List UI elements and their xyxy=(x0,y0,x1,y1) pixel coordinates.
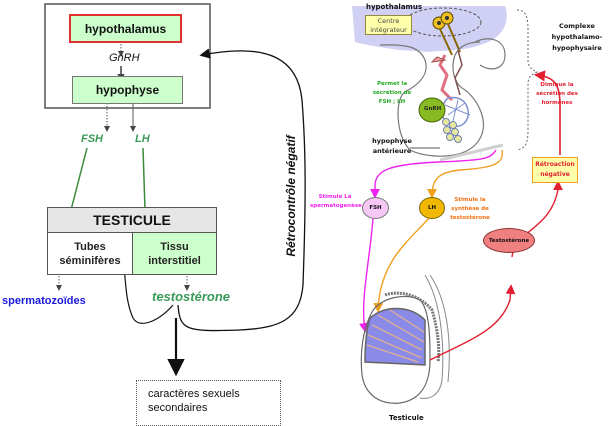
permet-line1: Permet la xyxy=(376,81,408,87)
tissu-line2: interstitiel xyxy=(148,254,201,267)
tubes-line2: séminifères xyxy=(59,254,121,267)
caracteres-box: caractères sexuels secondaires xyxy=(136,380,281,426)
complexe-line3: hypophysaire xyxy=(552,44,602,52)
retroaction-line1: Rétroaction xyxy=(535,161,575,168)
lh-to-testicule-arrow xyxy=(373,217,430,313)
complexe-label: Complexe hypothalamo- hypophysaire xyxy=(542,21,611,54)
tissu-line1: Tissu xyxy=(160,240,189,253)
r-testosterone-label: Testostérone xyxy=(488,237,530,244)
spermatozoides-label: spermatozoïdes xyxy=(2,295,86,307)
testo-to-tubes-curve xyxy=(119,255,174,324)
stimule-testo-label: Stimule la synthèse de testostérone xyxy=(447,196,493,223)
tubes-cell: Tubes séminifères xyxy=(48,233,132,274)
stimule-testo-line1: Stimule la xyxy=(454,197,486,203)
r-testicule-label: Testicule xyxy=(389,414,424,422)
hypothalamus-label: hypothalamus xyxy=(84,21,167,36)
stimule-testo-line2: synthèse de xyxy=(451,206,489,212)
gnrh-bubble xyxy=(418,97,446,123)
retrocontrole-curve xyxy=(177,48,306,332)
tissu-cell: Tissu interstitiel xyxy=(132,233,216,274)
stimule-testo-line3: testostérone xyxy=(450,215,490,221)
lh-path-arrow xyxy=(427,149,503,199)
r-fsh-bubble: FSH xyxy=(362,197,389,219)
retrocontrole-label: Rétrocontrôle négatif xyxy=(284,135,298,257)
stimule-sperm-line1: Stimule La xyxy=(318,194,352,200)
testicule-box: TESTICULE Tubes séminifères Tissu inters… xyxy=(47,207,217,275)
centre-integrateur-box: Centre intégrateur xyxy=(365,15,412,35)
permet-label: Permet la sécrétion de FSH ; LH xyxy=(372,80,412,107)
fsh-to-testicule-arrow xyxy=(359,217,374,333)
tubes-line1: Tubes xyxy=(74,240,106,253)
r-gnrh-label: GnRH xyxy=(424,106,442,112)
complexe-line1: Complexe xyxy=(559,22,595,30)
pituitary-outline xyxy=(379,41,485,157)
fsh-path-arrow xyxy=(370,149,497,199)
lh-label: LH xyxy=(135,133,150,145)
diminue-label: Diminue la sécrétion des hormones xyxy=(532,81,582,108)
centre-line1: Centre xyxy=(377,17,400,25)
hypophyse-line1: hypophyse xyxy=(372,137,412,145)
stimule-sperm-label: Stimule La spermatogenèse xyxy=(310,193,362,211)
hypophyse-anterieure-label: hypophyse antérieure xyxy=(372,136,412,156)
hypophyse-box: hypophyse xyxy=(72,76,183,104)
r-fsh-label: FSH xyxy=(369,205,382,211)
retroaction-box: Rétroaction négative xyxy=(532,157,578,183)
retroaction-to-complex-arrow xyxy=(533,70,561,155)
testicule-to-testo-arrow xyxy=(429,284,516,361)
fsh-label: FSH xyxy=(81,133,103,145)
hypophyse-line2: antérieure xyxy=(372,147,412,155)
diminue-line1: Diminue la xyxy=(540,82,574,88)
centre-line2: intégrateur xyxy=(370,26,407,34)
testicule-header: TESTICULE xyxy=(48,208,216,233)
complexe-line2: hypothalamo- xyxy=(551,33,603,41)
hypothalamus-box: hypothalamus xyxy=(69,14,182,43)
gnrh-label: GnRH xyxy=(109,52,140,64)
stimule-sperm-line2: spermatogenèse xyxy=(310,203,362,209)
retroaction-line2: négative xyxy=(540,171,570,178)
diminue-line2: sécrétion des xyxy=(536,91,578,97)
complex-bracket xyxy=(516,9,539,151)
r-hypothalamus-label: hypothalamus xyxy=(366,3,422,11)
hypophyse-label: hypophyse xyxy=(95,83,160,97)
caracteres-line1: caractères sexuels xyxy=(148,388,240,400)
caracteres-line2: secondaires xyxy=(148,402,208,414)
permet-line2: sécrétion de xyxy=(372,90,412,96)
r-lh-bubble: LH xyxy=(419,197,445,219)
diminue-line3: hormones xyxy=(541,100,573,106)
r-testosterone-bubble: Testostérone xyxy=(483,228,535,253)
r-lh-label: LH xyxy=(427,205,437,211)
permet-line3: FSH ; LH xyxy=(378,99,406,105)
testosterone-label: testostérone xyxy=(152,289,231,304)
